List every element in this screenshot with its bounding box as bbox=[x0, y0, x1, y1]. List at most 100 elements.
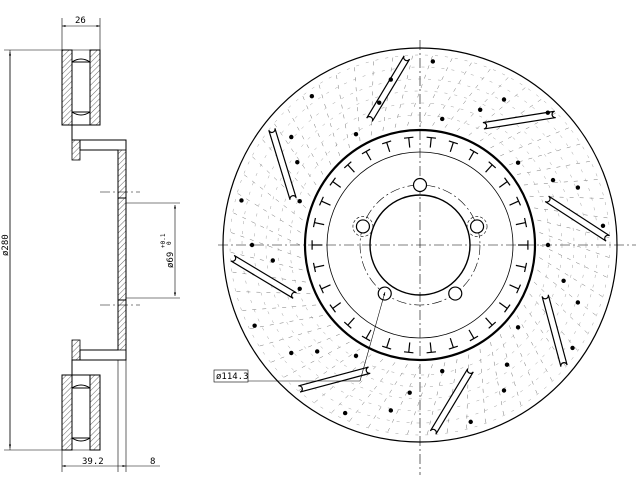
texture-line bbox=[500, 126, 572, 157]
drill-hole bbox=[545, 242, 551, 248]
texture-line bbox=[335, 72, 350, 148]
bolt-hole bbox=[355, 219, 371, 234]
vent-mark bbox=[429, 137, 432, 148]
vent-mark-cap bbox=[504, 177, 511, 186]
friction-width-dimension: 26 bbox=[61, 16, 101, 50]
slot bbox=[482, 110, 556, 130]
drill-hole bbox=[600, 223, 606, 228]
drill-hole bbox=[295, 160, 300, 165]
texture-line bbox=[382, 54, 394, 131]
vent-mark bbox=[515, 264, 526, 269]
drill-hole bbox=[289, 134, 294, 140]
vent-mark bbox=[485, 164, 493, 173]
texture-line bbox=[466, 354, 470, 432]
texture-line bbox=[257, 325, 331, 347]
vent-mark-cap bbox=[523, 217, 528, 228]
vent-mark-cap bbox=[361, 335, 371, 342]
texture-line bbox=[419, 55, 454, 126]
texture-line bbox=[539, 257, 605, 299]
bolt-hole bbox=[448, 286, 463, 301]
texture-line bbox=[370, 58, 374, 136]
vent-mark bbox=[321, 284, 331, 290]
vent-mark bbox=[347, 317, 355, 326]
texture-line bbox=[432, 60, 474, 126]
friction-ring-texture bbox=[228, 53, 612, 437]
texture-line bbox=[407, 53, 434, 126]
vent-mark bbox=[321, 200, 331, 206]
disc-lower-ring bbox=[61, 374, 101, 451]
texture-line bbox=[386, 364, 421, 435]
center-bore-tol-upper: +0.1 bbox=[160, 233, 167, 248]
drill-hole bbox=[575, 300, 581, 305]
friction-slots bbox=[230, 55, 610, 435]
hat-outer-edge bbox=[303, 128, 537, 362]
texture-line bbox=[241, 172, 303, 221]
texture-line bbox=[517, 160, 593, 175]
drill-hole bbox=[504, 362, 510, 367]
center-bore-tol-lower: 0 bbox=[166, 241, 173, 245]
bolt-circle-dimension: ø114.3 bbox=[213, 291, 386, 383]
texture-ring bbox=[229, 54, 611, 436]
texture-line bbox=[508, 325, 539, 397]
texture-line bbox=[529, 195, 607, 199]
vent-marks bbox=[311, 136, 529, 354]
texture-line bbox=[272, 121, 317, 186]
disc-outer-edge bbox=[222, 47, 618, 443]
texture-line bbox=[394, 53, 414, 128]
vent-mark bbox=[509, 200, 519, 206]
disc-upper-ring bbox=[61, 49, 101, 126]
drill-hole bbox=[570, 345, 575, 351]
texture-line bbox=[534, 207, 611, 219]
friction-width-label: 26 bbox=[75, 16, 86, 26]
drill-hole bbox=[430, 59, 436, 64]
texture-line bbox=[446, 359, 458, 436]
texture-line bbox=[260, 137, 311, 197]
vent-mark-cap bbox=[516, 196, 522, 206]
outer-diameter-dimension: ø280 bbox=[1, 49, 62, 451]
drill-hole bbox=[239, 198, 244, 203]
texture-line bbox=[444, 66, 493, 128]
vent-mark-cap bbox=[488, 161, 497, 169]
texture-ring bbox=[277, 102, 563, 388]
vent-mark-cap bbox=[312, 217, 317, 228]
vent-mark bbox=[449, 338, 454, 348]
vent-mark bbox=[386, 338, 391, 348]
bolt-hole-chamfer bbox=[466, 216, 488, 237]
texture-line bbox=[318, 82, 340, 156]
vent-mark-cap bbox=[448, 345, 459, 350]
bolt-circle-label: ø114.3 bbox=[216, 372, 249, 382]
texture-line bbox=[500, 334, 522, 408]
texture-line bbox=[509, 143, 583, 165]
texture-line bbox=[286, 106, 324, 175]
vent-mark-cap bbox=[318, 284, 324, 294]
drill-hole bbox=[252, 323, 257, 328]
center-bore-label: ø69 bbox=[166, 252, 176, 268]
drill-hole bbox=[289, 350, 294, 356]
texture-ring bbox=[241, 66, 599, 424]
drill-hole bbox=[377, 100, 382, 105]
texture-line bbox=[235, 191, 301, 233]
vent-mark-cap bbox=[403, 351, 414, 354]
slot bbox=[544, 195, 610, 242]
vent-mark-cap bbox=[469, 148, 479, 155]
drill-hole bbox=[353, 131, 359, 137]
texture-line bbox=[329, 358, 384, 415]
texture-line bbox=[539, 244, 610, 279]
vent-mark-cap bbox=[448, 140, 459, 145]
vent-mark bbox=[408, 137, 411, 148]
texture-line bbox=[468, 85, 528, 136]
texture-line bbox=[250, 154, 307, 209]
vent-mark bbox=[332, 181, 342, 188]
texture-line bbox=[312, 354, 372, 405]
bolt-hole bbox=[469, 219, 485, 234]
vent-mark bbox=[515, 221, 526, 226]
slot bbox=[268, 128, 297, 200]
vent-mark bbox=[449, 142, 454, 152]
drill-hole bbox=[297, 286, 302, 291]
drill-hole bbox=[342, 410, 348, 416]
texture-line bbox=[354, 64, 361, 142]
vent-mark bbox=[429, 342, 432, 353]
drill-hole bbox=[550, 177, 556, 183]
center-bore bbox=[369, 194, 471, 296]
texture-line bbox=[479, 348, 486, 426]
